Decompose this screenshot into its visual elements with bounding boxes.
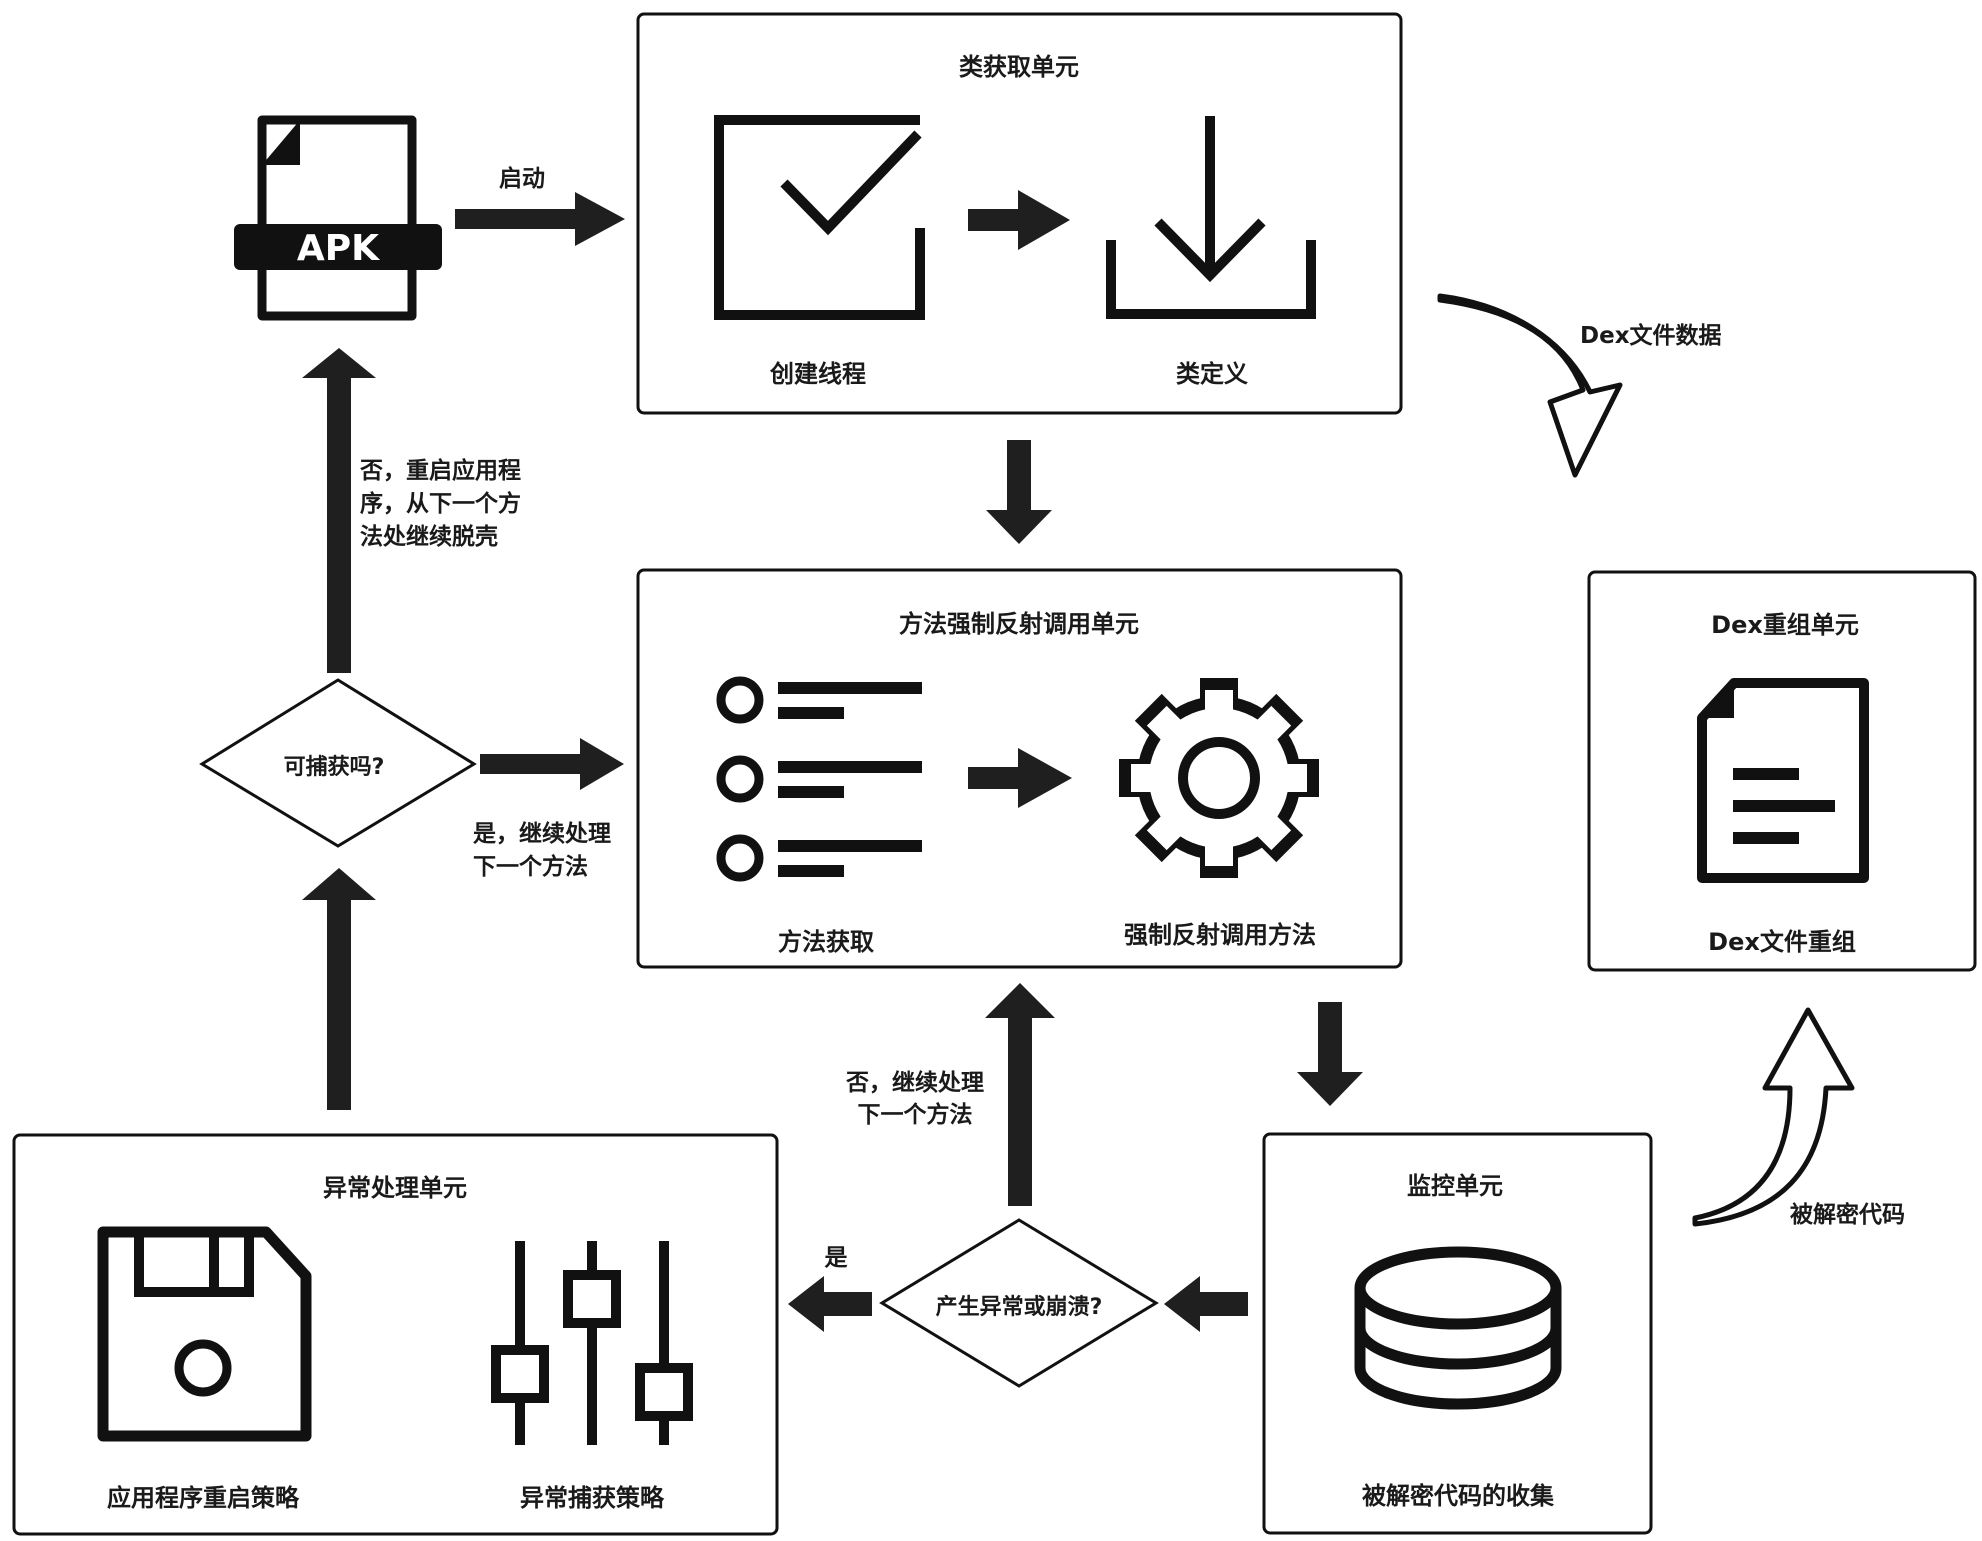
dex-rebuild-unit-title: Dex重组单元 bbox=[1711, 611, 1859, 639]
no-continue-label-line1: 否，继续处理 bbox=[845, 1069, 984, 1096]
apk-file-icon: APK bbox=[234, 115, 442, 321]
decrypted-code-arrow bbox=[1692, 1007, 1855, 1227]
monitor-unit-title: 监控单元 bbox=[1407, 1172, 1503, 1200]
restart-label-line3: 法处继续脱壳 bbox=[360, 523, 498, 550]
restart-strategy-label: 应用程序重启策略 bbox=[107, 1484, 300, 1512]
method-invoke-unit-box bbox=[636, 568, 1403, 969]
catch-strategy-label: 异常捕获策略 bbox=[520, 1484, 665, 1512]
restart-label-line1: 否，重启应用程 bbox=[359, 457, 521, 484]
exception-unit-title: 异常处理单元 bbox=[323, 1174, 467, 1202]
class-acquire-unit-title: 类获取单元 bbox=[959, 53, 1079, 81]
class-acquire-unit-box bbox=[636, 12, 1403, 415]
exception-unit-box bbox=[12, 1133, 779, 1536]
yes-continue-label-line1: 是，继续处理 bbox=[473, 820, 611, 847]
create-thread-label: 创建线程 bbox=[769, 360, 866, 388]
crash-decision-diamond bbox=[879, 1218, 1159, 1388]
launch-arrow bbox=[455, 192, 625, 246]
method-to-invoke-arrow bbox=[968, 748, 1072, 808]
download-icon bbox=[1106, 116, 1316, 319]
method-invoke-unit-title: 方法强制反射调用单元 bbox=[899, 610, 1139, 638]
yes-label: 是 bbox=[825, 1245, 848, 1271]
force-invoke-label: 强制反射调用方法 bbox=[1124, 921, 1316, 949]
exception-to-decision-arrow bbox=[302, 868, 376, 1110]
monitor-unit-box bbox=[1262, 1132, 1653, 1535]
method-acquire-label: 方法获取 bbox=[778, 928, 874, 956]
database-icon bbox=[1354, 1246, 1562, 1410]
decrypted-code-label: 被解密代码 bbox=[1790, 1201, 1905, 1228]
thread-to-class-arrow bbox=[968, 190, 1070, 250]
floppy-disk-icon bbox=[97, 1226, 312, 1442]
crash-no-arrow bbox=[985, 983, 1055, 1206]
class-define-label: 类定义 bbox=[1176, 360, 1248, 388]
method-to-monitor-arrow bbox=[1297, 1002, 1363, 1106]
gear-icon bbox=[1119, 678, 1319, 878]
checkbox-icon bbox=[714, 115, 925, 320]
document-icon bbox=[1697, 678, 1869, 883]
launch-label: 启动 bbox=[499, 165, 545, 192]
dex-rebuild-label: Dex文件重组 bbox=[1708, 928, 1856, 956]
dex-data-arrow bbox=[1437, 293, 1623, 478]
dex-data-label: Dex文件数据 bbox=[1580, 322, 1722, 349]
sliders-icon bbox=[491, 1241, 693, 1445]
restart-up-arrow bbox=[302, 348, 376, 673]
monitor-to-crash-arrow bbox=[1164, 1276, 1248, 1332]
decrypted-collection-label: 被解密代码的收集 bbox=[1362, 1482, 1555, 1510]
catchable-decision-label: 可捕获吗? bbox=[284, 755, 385, 780]
crash-decision-label: 产生异常或崩溃? bbox=[936, 1294, 1103, 1320]
catchable-decision-diamond bbox=[199, 678, 477, 848]
crash-yes-arrow bbox=[788, 1276, 872, 1332]
yes-continue-label-line2: 下一个方法 bbox=[473, 853, 588, 880]
list-icon bbox=[716, 676, 922, 882]
no-continue-label-line2: 下一个方法 bbox=[858, 1101, 973, 1128]
catchable-yes-arrow bbox=[480, 738, 624, 790]
dex-rebuild-unit-box bbox=[1587, 570, 1977, 972]
class-to-method-arrow bbox=[986, 440, 1052, 544]
restart-label-line2: 序，从下一个方 bbox=[360, 490, 521, 517]
apk-label: APK bbox=[297, 228, 380, 269]
